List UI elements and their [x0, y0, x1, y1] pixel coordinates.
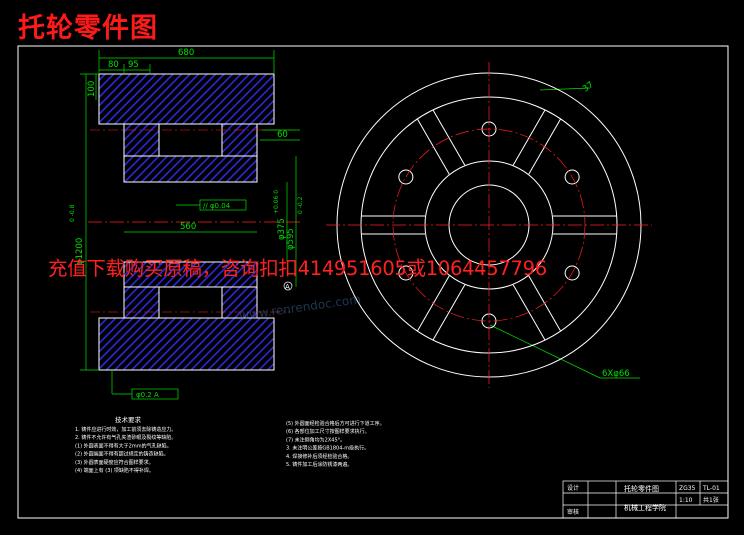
tech-req-right: (5) 外圆面经检验合格后方可进行下道工序。(6) 各部位加工尺寸按图样要求执行… [286, 420, 385, 468]
end-view-centerlines [326, 62, 652, 388]
hub-top [123, 155, 258, 183]
tech-req-line: 2. 铸件不允许有气孔夹渣砂眼及裂纹等缺陷。 [75, 434, 176, 441]
dim-overall-width: 680 [178, 48, 194, 58]
tol-parallelism: // φ0.04 [203, 202, 231, 210]
tech-req-line: (6) 各部位加工尺寸按图样要求执行。 [286, 428, 370, 435]
dim-outer-diameter: φ1200 [75, 238, 85, 265]
web-top-left [123, 123, 160, 157]
tech-req-line: 4. 焊接修补后须经检验合格。 [286, 453, 352, 460]
spoke-edge [432, 109, 466, 166]
dimensions [80, 50, 640, 400]
dim-bore-tol: +0.06 0 [273, 190, 280, 214]
end-view-spokes [361, 109, 617, 341]
dim-slot-width: 37 [581, 80, 596, 94]
spoke-edge [512, 109, 546, 166]
tb-material: ZG35 [679, 485, 696, 492]
dim-hub-diameter: φ595 [286, 228, 296, 250]
title-block [562, 480, 729, 519]
tech-req-line: (4) 端面上有 (3) 项缺陷不得补焊。 [75, 467, 154, 474]
tb-school: 机械工程学院 [624, 503, 666, 512]
tb-drawing-no: TL-01 [702, 485, 720, 492]
title-block-text: 设计 审核 托轮零件图 机械工程学院 ZG35 TL-01 1:10 共1张 [567, 484, 720, 516]
web-bottom-left [123, 286, 160, 319]
spoke-edge [528, 118, 562, 175]
rim-top [98, 73, 275, 125]
dim-flange-offset: 95 [128, 60, 139, 70]
drawing-border [17, 45, 729, 519]
tech-req-line: (3) 外圆表面硬度应符合图样要求。 [75, 459, 154, 466]
bolt-hole [564, 265, 580, 281]
tb-design-label: 设计 [567, 484, 579, 492]
tb-check-label: 审核 [567, 508, 579, 516]
tech-req-left: 1. 铸件应进行时效，加工前须去除铸造应力。2. 铸件不允许有气孔夹渣砂眼及裂纹… [75, 426, 176, 474]
spoke-edge [512, 284, 546, 341]
tb-scale: 1:10 [679, 497, 693, 504]
tech-req-line: (1) 外圆表面不得有大于2mm的气孔缺陷。 [75, 442, 172, 449]
tech-req-heading: 技术要求 [115, 415, 142, 424]
tech-req-line: (5) 外圆面经检验合格后方可进行下道工序。 [286, 420, 385, 427]
tech-req-line: 3. 未注明公差按GB1804-m级执行。 [286, 445, 369, 452]
section-view [88, 73, 300, 371]
dim-step: 60 [277, 130, 288, 140]
spoke-edge [432, 284, 466, 341]
bolt-hole [564, 169, 580, 185]
page-title: 托轮零件图 [18, 13, 158, 44]
web-top-right [221, 123, 258, 157]
tech-req-line: (2) 外圆端面不得有超过规定的铸造缺陷。 [75, 451, 169, 458]
spoke-edge [528, 275, 562, 332]
dim-flange-width: 80 [108, 60, 119, 70]
spoke-edge [416, 275, 450, 332]
rim-bottom [98, 317, 275, 371]
tech-req-line: 5. 铸件加工后涂防锈漆两遍。 [286, 461, 352, 468]
dim-inner-length: 560 [180, 222, 196, 232]
bolt-hole [398, 265, 414, 281]
tb-part-name: 托轮零件图 [624, 484, 659, 493]
dim-hub-tol: 0 -0.2 [297, 196, 304, 214]
watermark-text: 充值下载购买原稿，咨询扣扣414951605或1064457796 [48, 257, 547, 280]
datum-a: A [285, 283, 290, 291]
tol-runout: φ0.2 A [136, 391, 159, 399]
tb-sheet: 共1张 [703, 496, 719, 504]
tech-req-line: (7) 未注倒角均为2X45°。 [286, 436, 345, 443]
spoke-edge [416, 118, 450, 175]
hub-bottom [123, 261, 258, 288]
web-bottom-right [221, 286, 258, 319]
dim-bore-diameter: φ375 [277, 218, 287, 240]
tech-req-line: 1. 铸件应进行时效，加工前须去除铸造应力。 [75, 426, 176, 433]
bolt-hole [398, 169, 414, 185]
dim-holes-callout: 6Xφ66 [602, 369, 630, 379]
dim-outer-diameter-tol: 0 -0.8 [69, 204, 76, 222]
dim-rim-thickness: 100 [87, 81, 97, 97]
